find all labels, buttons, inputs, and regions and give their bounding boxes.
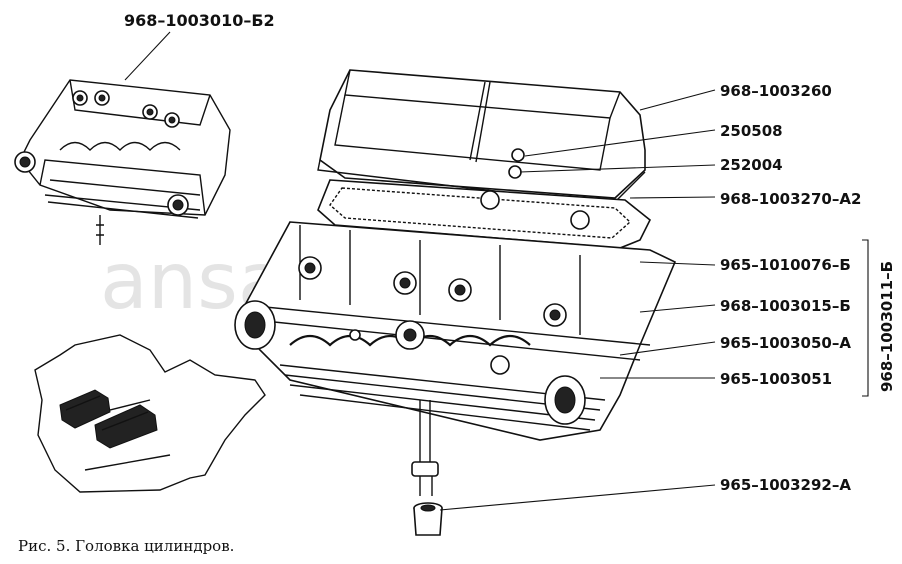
leader-1 — [639, 89, 716, 111]
leader-5 — [639, 261, 716, 266]
cylinder-head-icon — [234, 221, 677, 441]
part-label-5: 965–1010076–Б — [720, 256, 851, 274]
stud-icon — [411, 400, 439, 496]
part-label-2: 250508 — [720, 122, 783, 140]
valve-cover-right-icon — [94, 404, 158, 449]
leader-9 — [439, 484, 716, 511]
leader-2 — [524, 129, 716, 157]
figure-caption: Рис. 5. Головка цилиндров. — [18, 537, 235, 555]
part-label-4: 968–1003270–А2 — [720, 190, 861, 208]
leader-3 — [519, 164, 716, 173]
assembly-leader — [124, 31, 171, 81]
leader-7 — [619, 341, 716, 356]
leader-6 — [639, 304, 716, 313]
leader-4 — [629, 196, 716, 199]
valve-cover-left-icon — [59, 389, 111, 429]
part-label-1: 968–1003260 — [720, 82, 832, 100]
sleeve-icon — [413, 502, 443, 536]
gasket-icon — [317, 179, 652, 249]
valve-cover-icon — [317, 69, 646, 206]
part-label-9: 965–1003292–А — [720, 476, 851, 494]
part-label-3: 252004 — [720, 156, 783, 174]
part-label-6: 968–1003015–Б — [720, 297, 851, 315]
group-label: 968–100З011–Б — [878, 261, 896, 392]
engine-location-icon — [34, 334, 266, 493]
part-label-8: 965–100З051 — [720, 370, 832, 388]
group-bracket — [862, 239, 869, 397]
part-label-7: 965–1003050–А — [720, 334, 851, 352]
assembly-label: 968–1003010–Б2 — [124, 11, 275, 30]
assembled-head-icon — [14, 79, 231, 245]
